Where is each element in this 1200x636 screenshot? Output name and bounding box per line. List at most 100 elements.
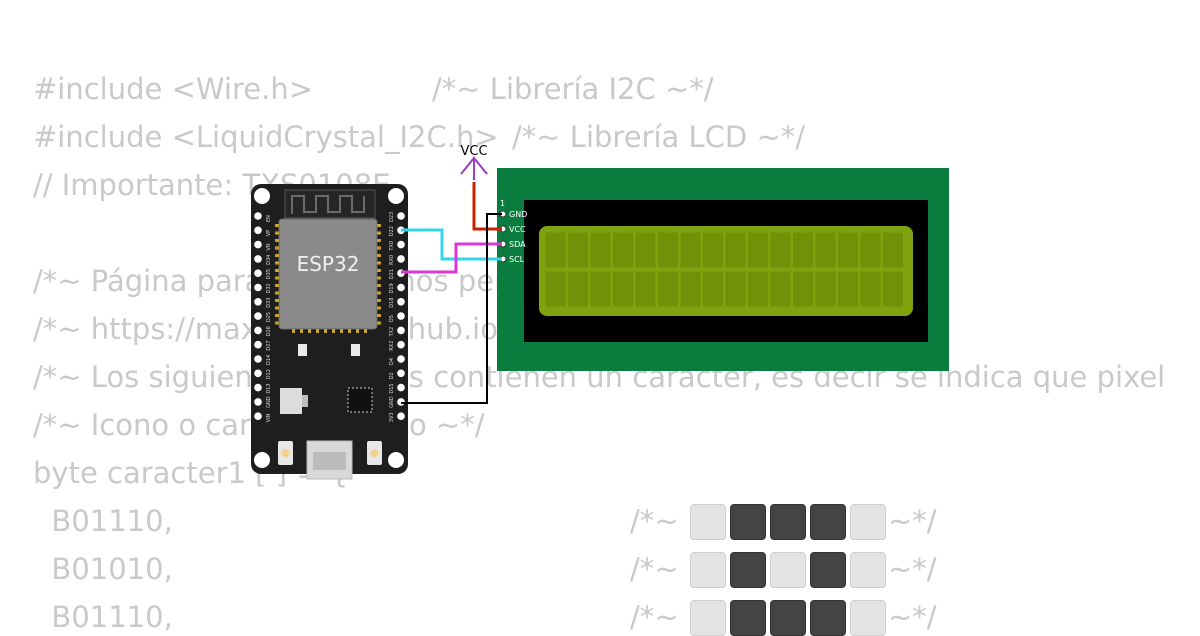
lcd-cell [635, 232, 656, 268]
code-comment-wire: /*~ Librería I2C ~*/ [432, 72, 714, 106]
wire-scl[interactable] [401, 228, 502, 261]
esp32-pin-d32[interactable] [254, 283, 262, 292]
module-pad [292, 329, 295, 333]
esp32-pin-d18[interactable] [397, 298, 405, 306]
esp32-pin-gnd[interactable] [254, 398, 262, 406]
wire-sda[interactable] [401, 242, 502, 274]
esp32-pin-d33[interactable] [254, 298, 262, 306]
esp32-pin-rx2[interactable] [397, 340, 405, 349]
lcd-pin-label: SCL [509, 255, 525, 264]
lcd-cell [545, 232, 566, 268]
vcc-label: VCC [460, 144, 487, 159]
module-pad [275, 284, 279, 287]
esp32-pin-label: EN [266, 215, 272, 222]
esp32-pin-d19[interactable] [397, 283, 405, 292]
lcd-cell [590, 271, 611, 307]
lcd-cell [703, 232, 723, 268]
vcc-arrow [460, 156, 488, 180]
esp32-pin-vp[interactable] [254, 226, 262, 235]
esp32-pin-d4[interactable] [397, 355, 405, 363]
esp32-pin-label: D5 [389, 315, 395, 322]
esp32-pin-d2[interactable] [397, 369, 405, 378]
esp32-pin-gnd[interactable] [397, 398, 405, 406]
code-comment-lcd: /*~ Librería LCD ~*/ [512, 120, 806, 154]
esp32-pin-label: GND [389, 396, 395, 408]
esp32-pin-label: D34 [266, 255, 272, 265]
esp32-pin-label: D25 [266, 312, 272, 322]
esp32-pin-label: GND [266, 396, 272, 408]
module-pad [377, 224, 381, 227]
esp32-pin-label: VIN [266, 413, 272, 422]
esp32-pin-label: TX0 [389, 241, 395, 252]
en-button-cap [281, 449, 290, 457]
esp32-pin-vin[interactable] [254, 412, 262, 421]
esp32-pin-label: D4 [389, 358, 395, 365]
bit-comment-close: ~*/ [888, 504, 937, 538]
esp32-pin-label: TX2 [389, 327, 395, 338]
lcd-cell [680, 271, 701, 307]
lcd-cell [815, 232, 836, 268]
lcd-cell [658, 271, 678, 307]
lcd-cell [545, 271, 566, 307]
wire-gnd[interactable] [401, 213, 502, 404]
esp32-pin-d15[interactable] [397, 383, 405, 392]
module-pad [316, 329, 319, 333]
esp32-label: ESP32 [297, 252, 360, 276]
esp32-pin-label: D19 [389, 283, 395, 293]
module-pad [377, 269, 381, 272]
module-pad [300, 329, 303, 333]
esp32-pin-d34[interactable] [254, 255, 262, 263]
esp32-pin-label: D14 [266, 355, 272, 365]
esp32-pin-label: D33 [266, 298, 272, 308]
esp32-pin-label: VN [266, 243, 272, 250]
esp32-pin-rx0[interactable] [397, 255, 405, 263]
esp32-pin-d5[interactable] [397, 312, 405, 320]
bit-square-on [770, 504, 806, 540]
esp32-pin-3v3[interactable] [397, 412, 405, 421]
module-pad [348, 329, 351, 333]
esp32-pin-d14[interactable] [254, 355, 262, 363]
lcd-pin-label: GND [509, 210, 527, 219]
esp32-pin-d12[interactable] [254, 369, 262, 378]
lcd-cell [568, 232, 588, 268]
regulator-tab [302, 395, 308, 407]
esp32-board[interactable]: ESP32 ENVPVND34D35D32D33D25D26D27D14D12D… [251, 184, 408, 480]
module-pad [275, 269, 279, 272]
esp32-pin-label: D35 [266, 269, 272, 279]
lcd-cell [883, 232, 903, 268]
esp32-pin-label: D23 [389, 212, 395, 222]
esp32-pin-d23[interactable] [397, 212, 405, 220]
module-pad [308, 329, 311, 333]
capacitor-2 [351, 344, 360, 356]
esp32-pin-vn[interactable] [254, 240, 262, 249]
lcd-cell [613, 271, 633, 307]
esp32-pin-d13[interactable] [254, 383, 262, 392]
module-pad [340, 329, 343, 333]
esp32-pin-label: VP [266, 230, 272, 236]
esp32-pin-d26[interactable] [254, 326, 262, 335]
esp32-pin-label: D22 [389, 226, 395, 236]
capacitor-1 [298, 344, 307, 356]
esp32-pin-tx2[interactable] [397, 326, 405, 335]
wifi-module [278, 218, 378, 330]
lcd-cell [838, 271, 858, 307]
code-line-2: #include <LiquidCrystal_I2C.h> [33, 120, 499, 154]
lcd-cell [613, 232, 633, 268]
module-pad [377, 314, 381, 317]
usb-serial-chip [347, 387, 373, 413]
esp32-pin-tx0[interactable] [397, 240, 405, 249]
esp32-pin-d27[interactable] [254, 340, 262, 349]
esp32-pin-d35[interactable] [254, 269, 262, 278]
bit-comment-open: /*~ [630, 600, 679, 634]
module-pad [377, 306, 381, 310]
esp32-pin-label: D12 [266, 369, 272, 379]
esp32-pin-en[interactable] [254, 212, 262, 220]
wire-vcc[interactable] [472, 182, 502, 231]
module-pad [377, 239, 381, 242]
module-pad [377, 231, 381, 235]
esp32-pin-label: D32 [266, 283, 272, 293]
esp32-pin-d25[interactable] [254, 312, 262, 320]
bit-comment-close: ~*/ [888, 600, 937, 634]
